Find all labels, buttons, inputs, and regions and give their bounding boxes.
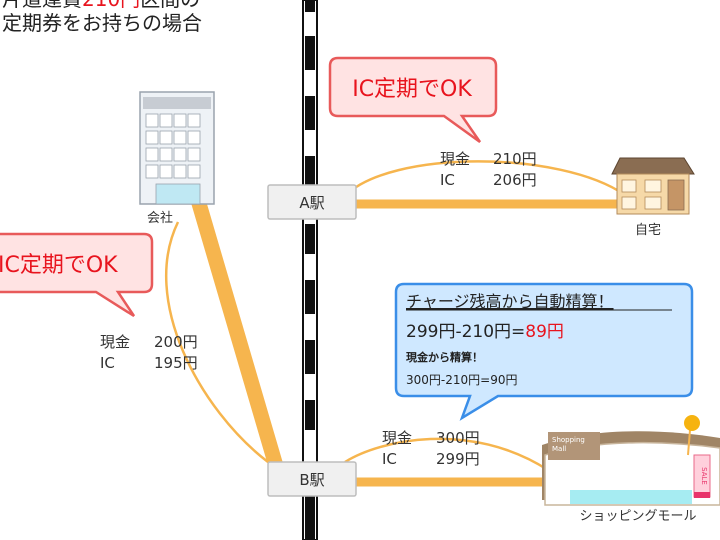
charge-callout-title: チャージ残高から自動精算！	[406, 292, 614, 311]
svg-text:200円: 200円	[154, 333, 198, 351]
home-label: 自宅	[635, 223, 661, 238]
charge-callout: チャージ残高から自動精算！ 299円-210円=89円 現金から精算！ 300円…	[394, 282, 694, 421]
route-company-to-b	[190, 197, 284, 469]
svg-text:IC: IC	[382, 450, 397, 468]
station-b-label: B駅	[299, 471, 324, 489]
fare-b-mall: 現金 300円 IC 299円	[382, 429, 480, 468]
station-a: A駅	[267, 184, 357, 220]
svg-text:現金: 現金	[382, 429, 412, 447]
svg-text:206円: 206円	[493, 171, 537, 189]
office-building-icon: 会社	[139, 91, 215, 226]
svg-text:299円: 299円	[436, 450, 480, 468]
shopping-mall-icon: Shopping Mall SALE ショッピングモール	[542, 415, 720, 524]
ok-callout-left: IC定期でOK	[0, 232, 154, 318]
sale-sign: SALE	[700, 467, 708, 485]
cash-callout-formula: 300円-210円=90円	[406, 373, 517, 387]
mall-sign-line2: Mall	[552, 445, 566, 453]
ok-callout-top-text: IC定期でOK	[352, 77, 472, 102]
svg-text:195円: 195円	[154, 354, 198, 372]
cash-callout-title: 現金から精算！	[406, 350, 483, 364]
svg-text:299円-210円=89円: 299円-210円=89円	[406, 322, 564, 342]
charge-formula-prefix: 299円-210円=	[406, 322, 525, 342]
fare-company-b: 現金 200円 IC 195円	[100, 333, 198, 372]
svg-text:現金: 現金	[100, 333, 130, 351]
mall-label: ショッピングモール	[579, 509, 696, 524]
svg-text:IC: IC	[440, 171, 455, 189]
ok-callout-left-text: IC定期でOK	[0, 253, 118, 278]
route-lines	[190, 197, 625, 487]
svg-text:210円: 210円	[493, 150, 537, 168]
charge-formula-result: 89円	[525, 322, 564, 342]
fare-route-curves	[164, 160, 626, 472]
page-title: 片道運賃210円区間の 定期券をお持ちの場合	[2, 0, 202, 35]
mall-sign-line1: Shopping	[552, 436, 585, 444]
svg-text:300円: 300円	[436, 429, 480, 447]
fare-a-home: 現金 210円 IC 206円	[440, 150, 537, 189]
svg-text:片道運賃210円区間の: 片道運賃210円区間の	[2, 0, 200, 11]
page-title-line2: 定期券をお持ちの場合	[2, 11, 202, 35]
station-b: B駅	[267, 461, 357, 497]
svg-text:IC: IC	[100, 354, 115, 372]
company-label: 会社	[147, 210, 173, 226]
svg-text:現金: 現金	[440, 150, 470, 168]
ok-callout-top: IC定期でOK	[328, 56, 498, 144]
railway-track	[302, 0, 318, 540]
house-icon: 自宅	[611, 157, 695, 238]
station-a-label: A駅	[299, 194, 324, 212]
